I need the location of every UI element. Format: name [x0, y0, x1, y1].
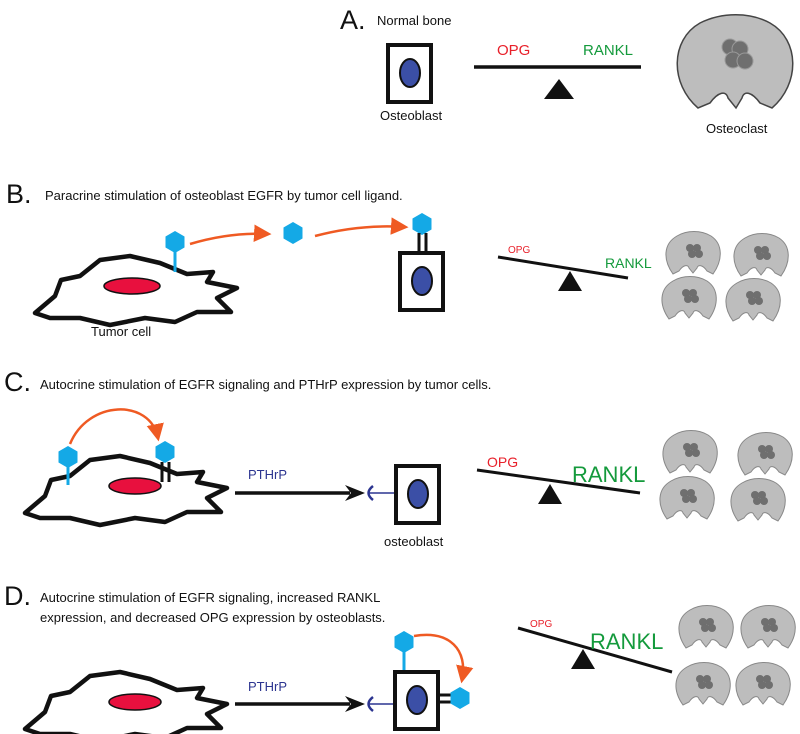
panel-c-letter: C.: [4, 367, 31, 397]
scale-fulcrum: [558, 271, 582, 291]
osteoblast-a: [386, 43, 433, 104]
scale-fulcrum: [544, 79, 574, 99]
rankl-label-b: RANKL: [605, 255, 652, 271]
osteoclast-icon: [665, 231, 721, 275]
egf-ligand-icon: [394, 631, 414, 653]
osteoclast-icon: [735, 662, 791, 706]
egf-ligand-icon: [155, 441, 175, 463]
opg-label-b: OPG: [508, 245, 530, 256]
osteoclast-label-a: Osteoclast: [706, 121, 768, 136]
osteoclast-icon: [725, 278, 781, 322]
panel-d-letter: D.: [4, 581, 31, 611]
panel-a: A. Normal bone Osteoblast OPG RANKL Oste…: [340, 5, 794, 136]
balance-scale-c: [476, 468, 641, 504]
egf-ligand-icon: [412, 213, 432, 235]
balance-scale-d: [517, 626, 673, 674]
egf-ligand-icon: [58, 446, 78, 468]
scale-fulcrum: [571, 649, 595, 669]
pthrp-label-d: PTHrP: [248, 679, 287, 694]
osteoclast-icon: [675, 662, 731, 706]
osteoclast-icon: [678, 605, 734, 649]
osteoclast-icon: [740, 605, 796, 649]
rankl-label-d: RANKL: [590, 629, 663, 654]
tumor-cell-d: [25, 672, 227, 734]
panel-b-letter: B.: [6, 179, 32, 209]
panel-c-caption: Autocrine stimulation of EGFR signaling …: [40, 377, 491, 392]
osteoblast-nucleus: [399, 58, 421, 88]
pthrp-label-c: PTHrP: [248, 467, 287, 482]
egf-ligand-icon: [450, 687, 470, 709]
tumor-nucleus: [108, 693, 162, 711]
osteoclast-icon: [730, 478, 786, 522]
opg-label-d: OPG: [530, 619, 552, 630]
egfr-receptor-icon: [160, 462, 171, 482]
osteoclast-icon: [662, 430, 718, 474]
tumor-cell-c: [25, 456, 227, 525]
osteoblast-d: [393, 670, 440, 731]
scale-beam: [517, 626, 673, 674]
pthrp-arrow-c: [235, 485, 365, 501]
scale-beam: [497, 255, 629, 280]
panel-d: D. Autocrine stimulation of EGFR signali…: [4, 581, 796, 734]
pthrp-arrow-d: [235, 696, 365, 712]
egf-ligand-icon: [283, 222, 303, 244]
osteoclast-a: [676, 14, 794, 110]
autocrine-arrow: [68, 408, 164, 445]
egfr-receptor-icon: [417, 233, 428, 252]
balance-scale-b: [497, 255, 629, 291]
paracrine-arrow-1: [189, 224, 272, 246]
panel-a-letter: A.: [340, 5, 366, 35]
opg-label-c: OPG: [487, 454, 518, 470]
panel-b-caption: Paracrine stimulation of osteoblast EGFR…: [45, 188, 403, 203]
panel-c: C. Autocrine stimulation of EGFR signali…: [4, 367, 793, 549]
autocrine-arrow: [413, 633, 474, 684]
scale-fulcrum: [538, 484, 562, 504]
balance-scale-a: [474, 65, 641, 99]
osteoclast-icon: [733, 233, 789, 277]
osteoclast-icon: [737, 432, 793, 476]
egf-ligand-icon: [165, 231, 185, 253]
osteoblast-c: [394, 464, 441, 525]
osteoclast-icon: [661, 276, 717, 320]
panel-a-title: Normal bone: [377, 13, 451, 28]
tumor-nucleus: [103, 277, 161, 295]
rankl-label-c: RANKL: [572, 462, 645, 487]
tumor-cell-b: [35, 256, 237, 325]
tumor-nucleus: [108, 477, 162, 495]
osteoblast-b: [398, 251, 445, 312]
tumor-cell-label: Tumor cell: [91, 324, 151, 339]
panel-d-caption-line1: Autocrine stimulation of EGFR signaling,…: [40, 590, 380, 605]
pthrp-receptor-icon: [367, 485, 374, 501]
osteoblast-label-a: Osteoblast: [380, 108, 443, 123]
panel-d-caption-line2: expression, and decreased OPG expression…: [40, 610, 385, 625]
osteoclast-icon: [659, 476, 715, 520]
panel-b: B. Paracrine stimulation of osteoblast E…: [6, 179, 789, 339]
pthrp-receptor-icon: [367, 696, 374, 712]
paracrine-arrow-2: [314, 217, 409, 238]
rankl-label-a: RANKL: [583, 42, 633, 59]
scale-beam: [476, 468, 641, 495]
osteoblast-label-c: osteoblast: [384, 534, 444, 549]
opg-label-a: OPG: [497, 42, 530, 59]
